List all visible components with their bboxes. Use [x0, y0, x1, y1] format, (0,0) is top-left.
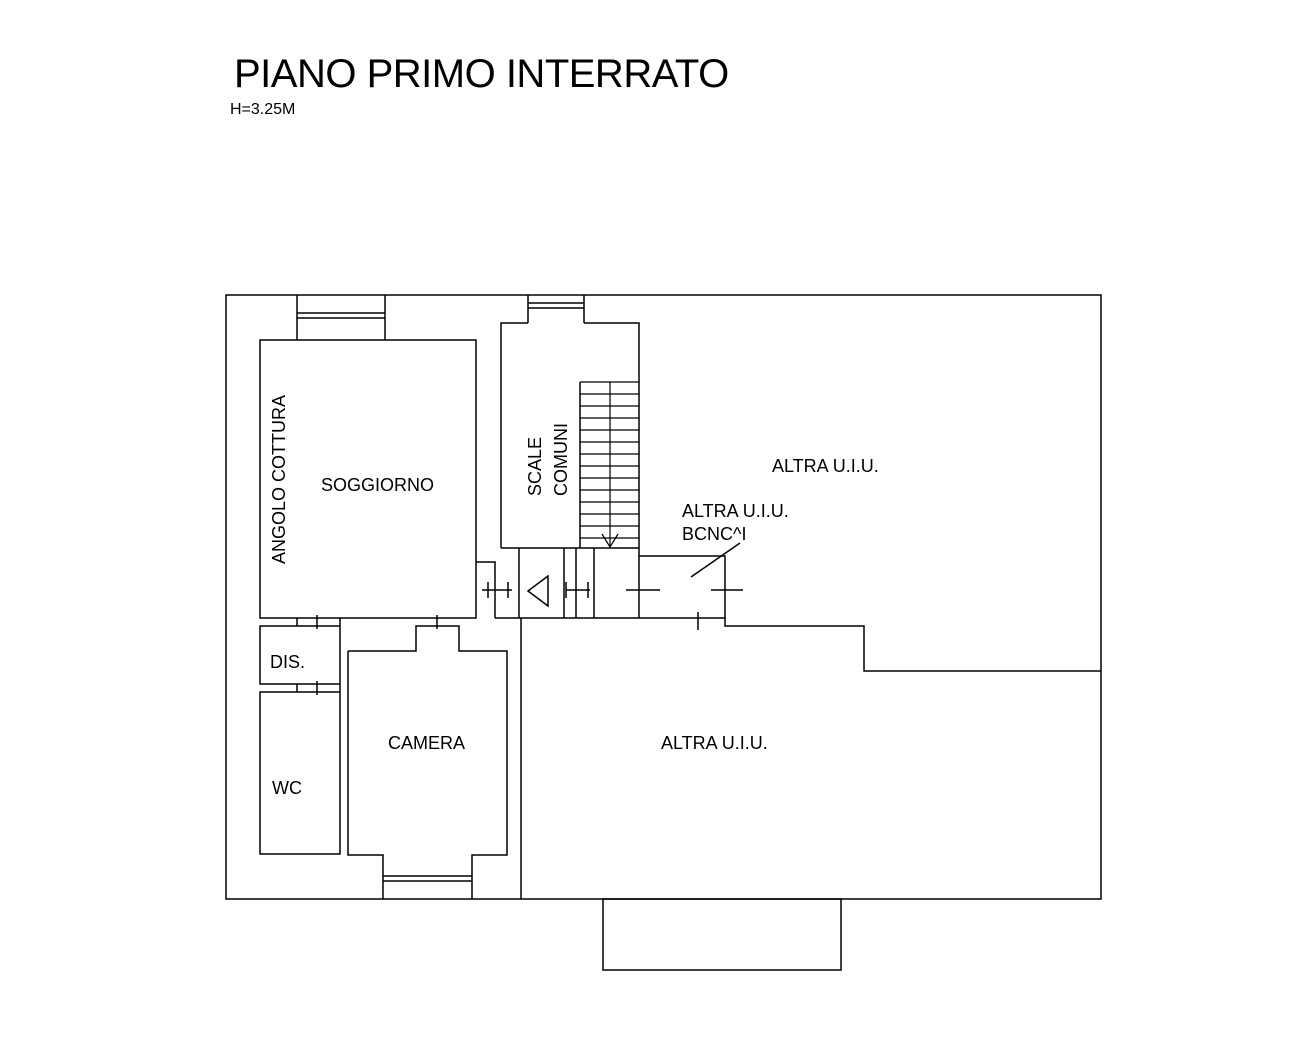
- height-note: H=3.25M: [230, 101, 296, 118]
- label-scale: SCALE: [525, 437, 545, 496]
- outer-wall: [225, 294, 1102, 900]
- room-soggiorno: [259, 339, 477, 619]
- stair-wall-right: [584, 322, 640, 548]
- bottom-annex: [602, 898, 842, 971]
- label-angolo-cottura: ANGOLO COTTURA: [269, 395, 289, 564]
- room-wc: [259, 691, 341, 855]
- label-altra-uiu-bottom: ALTRA U.I.U.: [661, 733, 768, 753]
- window-scale: [527, 295, 585, 323]
- label-soggiorno: SOGGIORNO: [321, 475, 434, 495]
- label-comuni: COMUNI: [551, 423, 571, 496]
- page-title: PIANO PRIMO INTERRATO: [234, 52, 729, 96]
- window-soggiorno: [296, 295, 386, 340]
- stair-wall-left: [500, 322, 528, 548]
- label-altra-uiu-bcnc: ALTRA U.I.U.: [682, 501, 789, 521]
- room-dis: [259, 625, 341, 685]
- label-wc: WC: [272, 778, 302, 798]
- stair-treads: [580, 381, 639, 549]
- bcnc-boundary: [639, 555, 1101, 672]
- label-bcnc: BCNC^I: [682, 524, 746, 544]
- stair-direction-icon: [526, 574, 549, 608]
- corridor-wall: [476, 561, 496, 618]
- label-leader-line: [690, 542, 741, 578]
- label-dis: DIS.: [270, 652, 305, 672]
- label-camera: CAMERA: [388, 733, 465, 753]
- label-altra-uiu-top: ALTRA U.I.U.: [772, 456, 879, 476]
- room-camera: [348, 625, 508, 899]
